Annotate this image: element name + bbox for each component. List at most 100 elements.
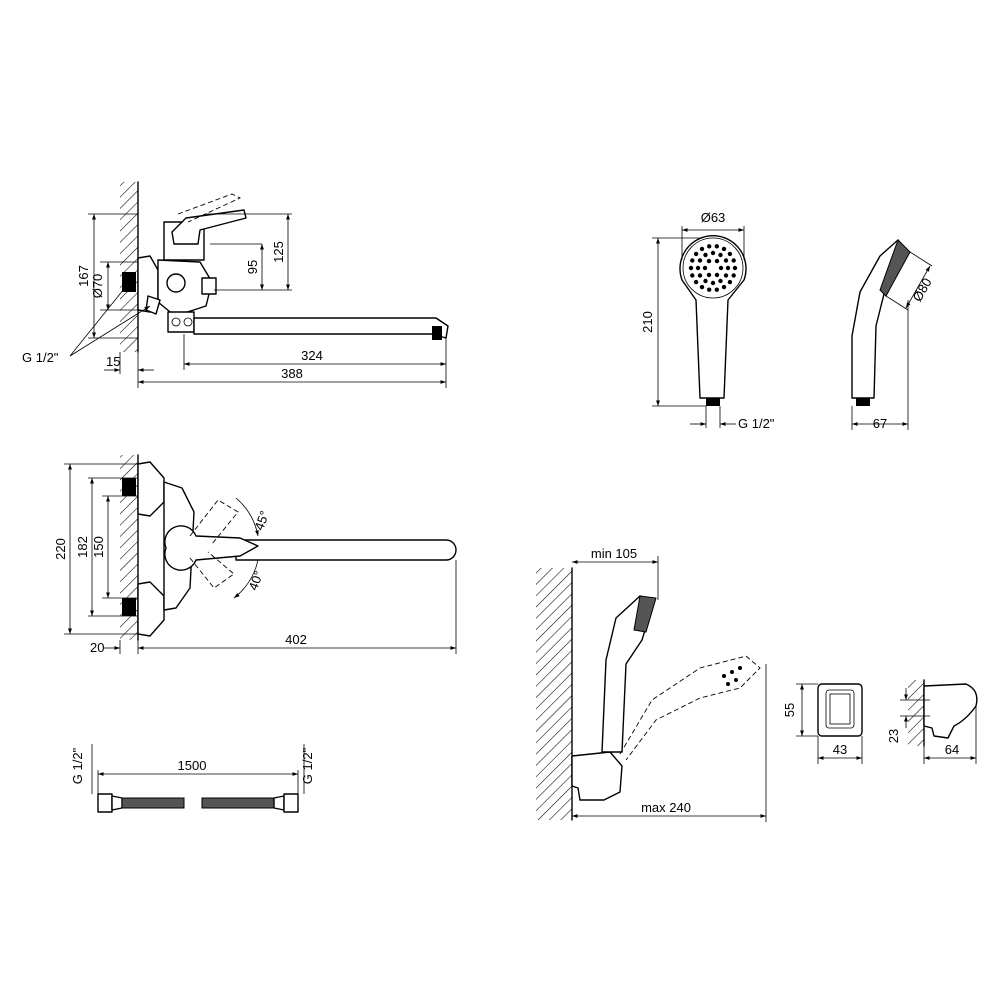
nozzle-dot: [723, 273, 729, 278]
nozzle-dot: [699, 246, 705, 252]
dim-d70: Ø70: [90, 274, 105, 299]
nozzle-dot: [707, 244, 712, 249]
nozzle-dot: [714, 272, 720, 278]
nozzle-dot: [718, 252, 723, 258]
holder-side-view: 23 64: [886, 679, 978, 764]
hose-nut-left: [97, 793, 113, 813]
nozzle-dot: [714, 258, 720, 264]
nozzle-dot: [697, 258, 703, 263]
dim-182: 182: [75, 536, 90, 558]
lever-raised-outline: [177, 193, 242, 223]
dim-max240: max 240: [641, 800, 691, 815]
spout: [193, 317, 449, 339]
faucet-top-view: 220 182 150 45° 40° 20 402: [53, 454, 457, 655]
hose-nut-right: [283, 793, 299, 813]
dim-220: 220: [53, 538, 68, 560]
nozzle-dot: [725, 265, 731, 271]
thread-label: G 1/2": [22, 350, 59, 365]
nozzle-dot: [710, 280, 716, 286]
handle-top: [164, 525, 259, 571]
diverter-knob: [201, 277, 217, 295]
body-cap: [166, 273, 186, 293]
dim-67: 67: [873, 416, 887, 431]
nozzle-dot: [699, 284, 705, 290]
nozzle-dot: [721, 284, 727, 290]
nozzle-dot: [707, 287, 712, 292]
angle-40: 40°: [245, 569, 266, 593]
holder-front-body: [817, 683, 863, 737]
dim-43: 43: [833, 742, 847, 757]
nozzle-dot: [714, 287, 719, 292]
aerator: [432, 326, 442, 340]
dim-d63: Ø63: [701, 210, 726, 225]
hand-shower-side-view: 67 Ø80: [851, 239, 935, 431]
wall-hatch-top: [120, 455, 138, 640]
nozzle-dot: [727, 279, 733, 285]
dim-15: 15: [106, 354, 120, 369]
nozzle-dot: [727, 251, 733, 257]
shower-handle-front: [679, 235, 747, 399]
spout-top: [235, 539, 457, 561]
nozzle-dot: [731, 258, 736, 263]
dim-d80: Ø80: [909, 275, 934, 304]
nozzle-dot: [695, 265, 701, 271]
shower-tilted-outline: [619, 655, 761, 761]
nozzle-dot: [718, 278, 723, 284]
hose-section-right: [201, 797, 275, 809]
nozzle-dot: [731, 273, 736, 278]
dim-20: 20: [90, 640, 104, 655]
angle-45: 45°: [251, 509, 272, 533]
shower-hose-view: G 1/2" G 1/2" 1500: [70, 744, 315, 813]
nozzle-dot: [688, 265, 694, 271]
shower-thread: G 1/2": [738, 416, 775, 431]
nozzle-dot: [693, 251, 699, 257]
nozzle-dot: [690, 258, 695, 263]
nozzle-dot: [706, 272, 712, 278]
dim-95: 95: [245, 260, 260, 274]
hose-length: 1500: [178, 758, 207, 773]
nozzle-dot: [732, 265, 738, 271]
wall-hatch: [120, 182, 138, 352]
nozzle-dot: [710, 250, 716, 256]
dim-55: 55: [782, 703, 797, 717]
eccentric-lower: [137, 581, 165, 637]
holder-front-view: 55 43: [782, 683, 863, 764]
nozzle-dot: [723, 258, 729, 263]
shower-connector: [706, 398, 720, 406]
nozzle-pattern: [688, 244, 738, 292]
eccentric-upper: [137, 461, 165, 517]
dim-210: 210: [640, 311, 655, 333]
dim-388: 388: [281, 366, 303, 381]
lever-swing-right: [189, 551, 235, 589]
nozzle-dot: [703, 278, 708, 284]
shower-head-face: [682, 237, 744, 299]
dim-150: 150: [91, 536, 106, 558]
inlet-nut-upper: [122, 478, 136, 496]
dim-125: 125: [271, 241, 286, 263]
dim-min105: min 105: [591, 546, 637, 561]
nozzle-dot: [721, 246, 727, 252]
holder-side-body: [923, 683, 978, 739]
hose-section-left: [121, 797, 185, 809]
hand-shower-front-view: 210 Ø63 G 1/2": [640, 210, 775, 431]
nozzle-dot: [697, 273, 703, 278]
nozzle-dot: [703, 252, 708, 258]
hose-thread-right: G 1/2": [300, 747, 315, 784]
inlet-nut-lower: [122, 598, 136, 616]
nozzle-dot: [706, 258, 712, 264]
nozzle-dot: [690, 273, 695, 278]
nozzle-dot: [718, 265, 724, 271]
nozzle-dot: [693, 279, 699, 285]
dim-167: 167: [76, 265, 91, 287]
dim-64: 64: [945, 742, 959, 757]
handle-lever: [171, 209, 247, 245]
holder-assembly-view: min 105 max 240: [536, 546, 767, 822]
shower-outlet: [145, 295, 161, 315]
dim-402: 402: [285, 632, 307, 647]
nozzle-dot: [714, 244, 719, 249]
lever-swing-left: [189, 499, 239, 545]
hose-thread-left: G 1/2": [70, 747, 85, 784]
faucet-side-view: 167 Ø70 95 125 G 1/2" 15 324 388: [22, 181, 449, 388]
wall-bracket: [571, 751, 623, 801]
wall-hatch-holder: [536, 568, 572, 820]
